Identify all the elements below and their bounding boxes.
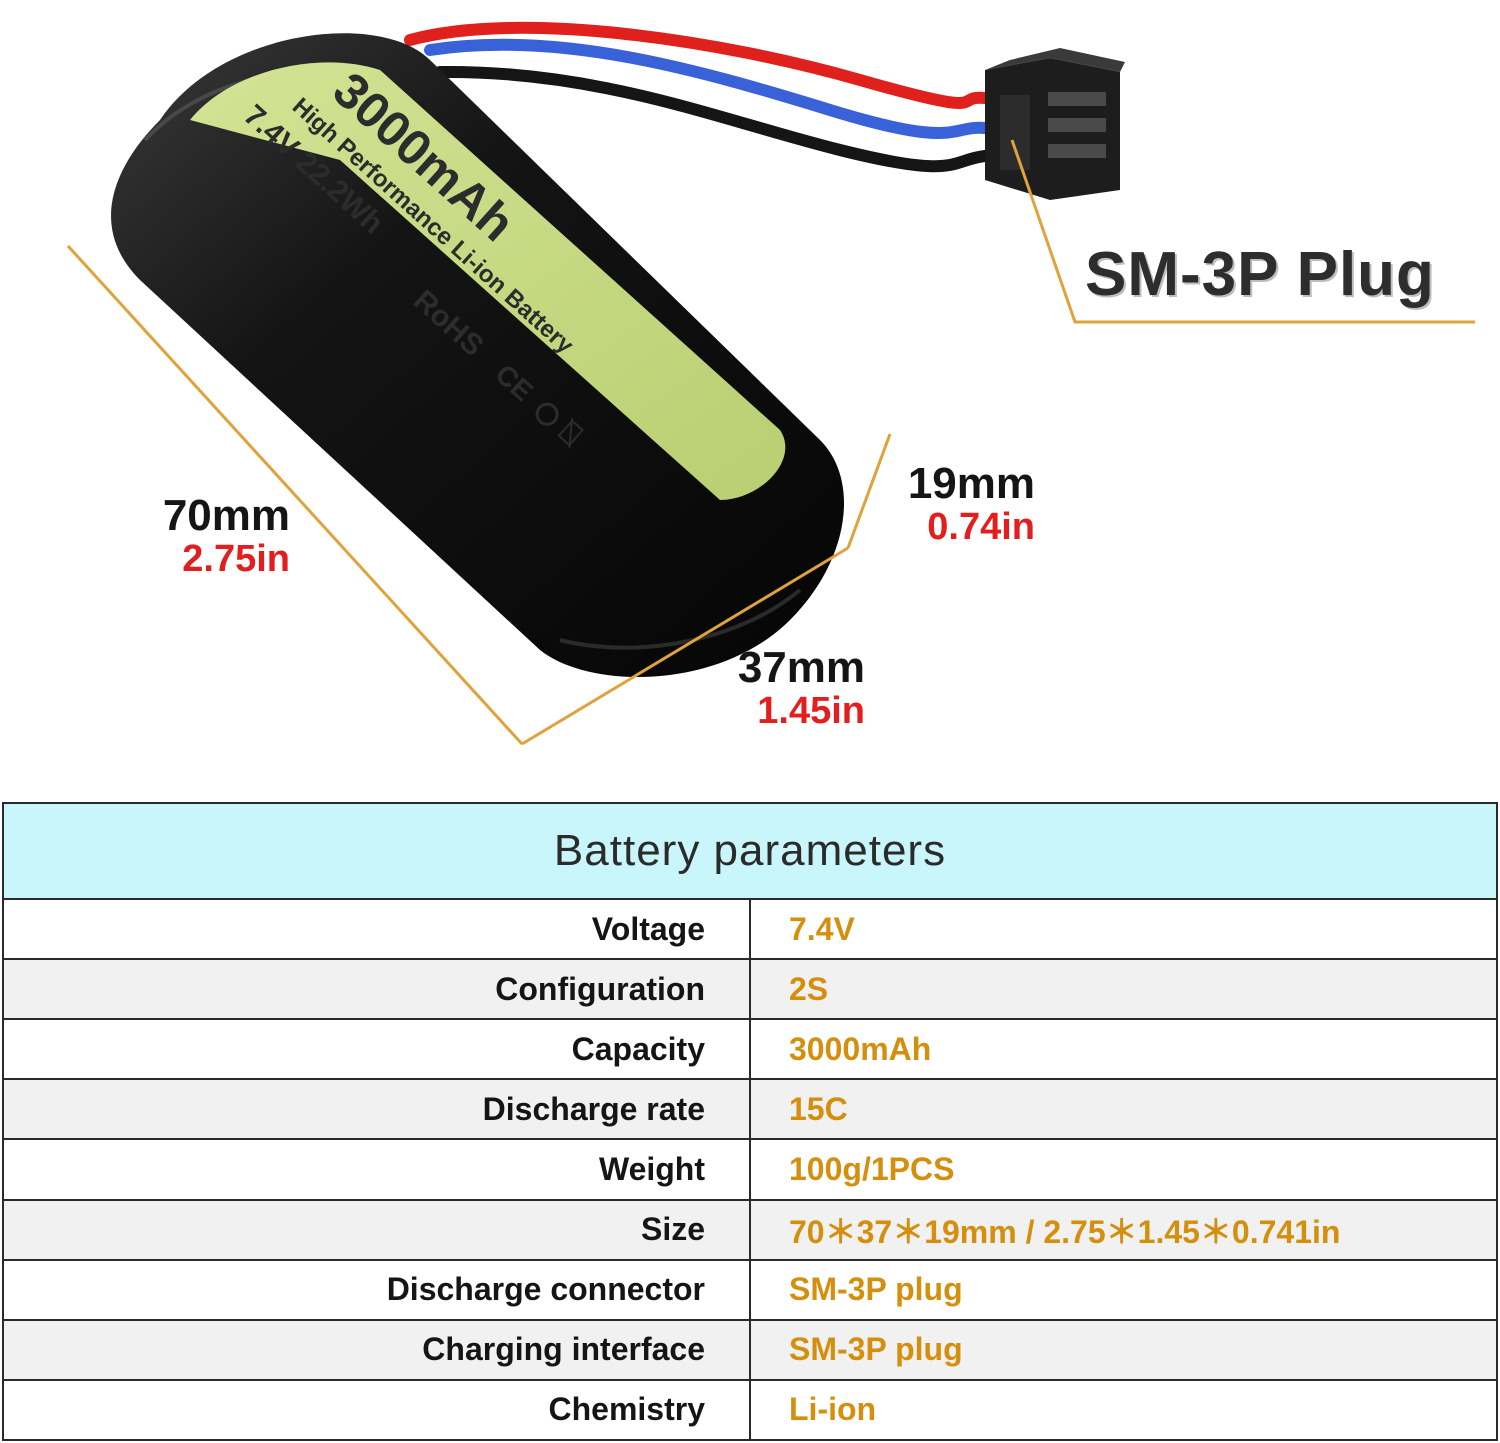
battery-label-sticker	[190, 62, 786, 500]
table-title: Battery parameters	[2, 802, 1498, 900]
row-label: Chemistry	[2, 1378, 751, 1442]
width-dimension-line	[521, 546, 849, 746]
battery-illustration: 3000mAh High Performance Li-ion Battery …	[66, 21, 1475, 746]
row-value: 7.4V	[749, 897, 1498, 961]
width-in: 1.45in	[757, 690, 865, 732]
product-figure: 3000mAh High Performance Li-ion Battery …	[66, 21, 1475, 746]
table-row: Discharge connector SM-3P plug	[2, 1258, 1498, 1321]
row-label: Configuration	[2, 958, 751, 1021]
table-row: Weight 100g/1PCS	[2, 1138, 1498, 1201]
table-row: Charging interface SM-3P plug	[2, 1318, 1498, 1381]
row-label: Capacity	[2, 1018, 751, 1081]
battery-body	[111, 33, 844, 678]
battery-wires	[404, 21, 991, 173]
table-row: Size 70＊37＊19mm / 2.75＊1.45＊0.741in	[2, 1198, 1498, 1261]
row-value: Li-ion	[749, 1378, 1498, 1442]
dimension-height: 19mm 0.74in	[840, 459, 1035, 548]
row-value: 15C	[749, 1078, 1498, 1141]
width-mm: 37mm	[737, 643, 865, 692]
length-in: 2.75in	[182, 538, 290, 580]
row-label: Weight	[2, 1138, 751, 1201]
row-value: 100g/1PCS	[749, 1138, 1498, 1201]
plug-callout-line	[1010, 139, 1475, 324]
row-value: 3000mAh	[749, 1018, 1498, 1081]
dimension-lines	[66, 244, 892, 746]
weee-bin-icon	[557, 417, 585, 448]
length-mm: 70mm	[162, 491, 290, 540]
recycle-icon	[535, 402, 559, 426]
row-value: 70＊37＊19mm / 2.75＊1.45＊0.741in	[749, 1198, 1498, 1261]
table-header-row: Battery parameters	[2, 802, 1498, 900]
height-dimension-line	[846, 433, 892, 549]
table-row: Discharge rate 15C	[2, 1078, 1498, 1141]
row-label: Voltage	[2, 897, 751, 961]
row-value: SM-3P plug	[749, 1318, 1498, 1381]
row-label: Size	[2, 1198, 751, 1261]
dimension-width: 37mm 1.45in	[660, 643, 865, 732]
table-row: Chemistry Li-ion	[2, 1378, 1498, 1442]
table-row: Capacity 3000mAh	[2, 1018, 1498, 1081]
dimension-length: 70mm 2.75in	[90, 491, 290, 580]
battery-parameters-table: Battery parameters Voltage 7.4V Configur…	[2, 802, 1498, 1442]
table-row: Voltage 7.4V	[2, 897, 1498, 961]
row-label: Charging interface	[2, 1318, 751, 1381]
table-row: Configuration 2S	[2, 958, 1498, 1021]
row-value: 2S	[749, 958, 1498, 1021]
sm-3p-connector	[985, 48, 1125, 200]
row-value: SM-3P plug	[749, 1258, 1498, 1321]
height-mm: 19mm	[907, 459, 1035, 508]
height-in: 0.74in	[927, 506, 1035, 548]
length-dimension-line	[66, 244, 524, 746]
row-label: Discharge rate	[2, 1078, 751, 1141]
row-label: Discharge connector	[2, 1258, 751, 1321]
plug-callout-text: SM-3P Plug	[1085, 240, 1435, 309]
